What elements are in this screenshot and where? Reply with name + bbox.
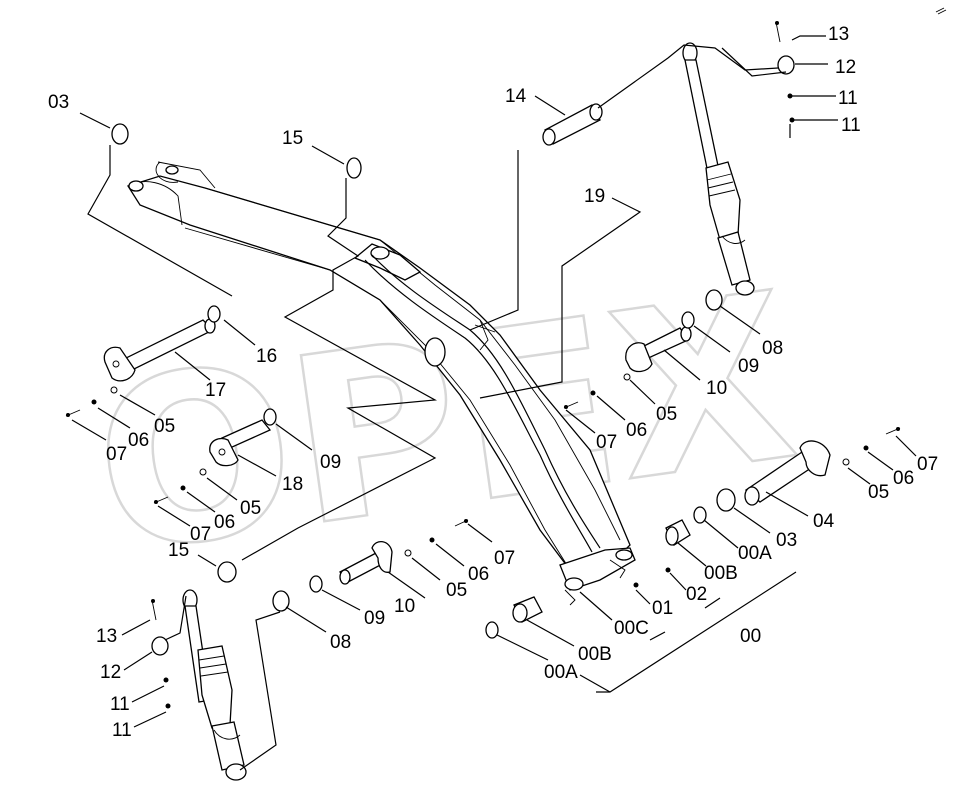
- callout-09: 09: [320, 452, 341, 473]
- callout-17: 17: [205, 380, 226, 401]
- callout-06: 06: [626, 420, 647, 441]
- callout-07: 07: [596, 432, 617, 453]
- pin-04: [744, 440, 831, 506]
- callout-11: 11: [838, 88, 858, 109]
- callout-06: 06: [893, 468, 914, 489]
- callout-05: 05: [656, 404, 677, 425]
- callout-09: 09: [738, 356, 759, 377]
- ring-00A-left: [485, 621, 499, 639]
- callout-12: 12: [100, 662, 121, 683]
- corner-mark: [935, 7, 947, 15]
- callout-10: 10: [394, 596, 415, 617]
- ring-00A-right: [693, 506, 707, 524]
- callout-11: 11: [112, 720, 132, 741]
- callout-01: 01: [652, 598, 673, 619]
- pin-18: [209, 419, 272, 467]
- callout-19: 19: [584, 186, 605, 207]
- callout-02: 02: [686, 584, 707, 605]
- pipe-14: [542, 103, 603, 146]
- small-hardware: [65, 21, 901, 709]
- washer-03-top: [111, 123, 129, 145]
- washer-03-right: [716, 488, 736, 512]
- pin-10-right: [625, 326, 692, 373]
- callout-00: 00: [740, 626, 761, 647]
- callout-07: 07: [190, 524, 211, 545]
- callout-00A: 00A: [738, 543, 772, 564]
- callout-15: 15: [282, 128, 303, 149]
- callout-08: 08: [762, 338, 783, 359]
- washer-15-bottom: [217, 561, 237, 583]
- callout-18: 18: [282, 474, 303, 495]
- pin-17: [103, 318, 216, 382]
- callout-14: 14: [505, 86, 527, 107]
- washer-12-top: [777, 55, 795, 75]
- callout-05: 05: [154, 416, 175, 437]
- callout-07: 07: [494, 548, 515, 569]
- hydraulic-lines: [364, 254, 626, 606]
- callout-05: 05: [868, 482, 889, 503]
- washer-15-top: [346, 157, 362, 179]
- callout-12: 12: [835, 57, 856, 78]
- callout-00A: 00A: [544, 662, 578, 683]
- washer-09-left: [309, 575, 323, 593]
- boom-cylinder-left: [182, 589, 247, 781]
- callout-11: 11: [841, 115, 861, 136]
- leader-lines: [71, 35, 917, 771]
- boom-cylinder-right: [682, 42, 755, 296]
- washer-09a: [263, 408, 277, 426]
- bushing-00B-left: [512, 596, 543, 623]
- callout-15: 15: [168, 540, 189, 561]
- washer-08-right: [705, 289, 723, 311]
- callout-16: 16: [256, 346, 277, 367]
- callout-07: 07: [917, 454, 938, 475]
- callout-03: 03: [48, 92, 69, 113]
- callout-00B: 00B: [578, 644, 612, 665]
- callout-07: 07: [106, 444, 127, 465]
- callout-13: 13: [828, 24, 849, 45]
- bushing-00B-right: [665, 519, 691, 546]
- pin-10-left: [339, 541, 393, 585]
- callout-10: 10: [706, 378, 727, 399]
- callout-09: 09: [364, 608, 385, 629]
- washer-16: [207, 305, 221, 323]
- callout-13: 13: [96, 626, 117, 647]
- callout-00C: 00C: [614, 618, 649, 639]
- callout-00B: 00B: [704, 563, 738, 584]
- callout-06: 06: [128, 430, 149, 451]
- callout-06: 06: [468, 564, 489, 585]
- callout-labels: 03 15 14 13 12 11 11 19 16 17 05 06 07 0…: [48, 24, 938, 741]
- callout-06: 06: [214, 512, 235, 533]
- callout-05: 05: [240, 498, 261, 519]
- callout-11: 11: [110, 694, 130, 715]
- callout-08: 08: [330, 632, 351, 653]
- callout-03: 03: [776, 530, 797, 551]
- callout-05: 05: [446, 580, 467, 601]
- washer-12-bottom: [151, 636, 169, 656]
- callout-04: 04: [813, 511, 835, 532]
- washer-09-right: [681, 311, 695, 329]
- washer-08-left: [272, 590, 290, 612]
